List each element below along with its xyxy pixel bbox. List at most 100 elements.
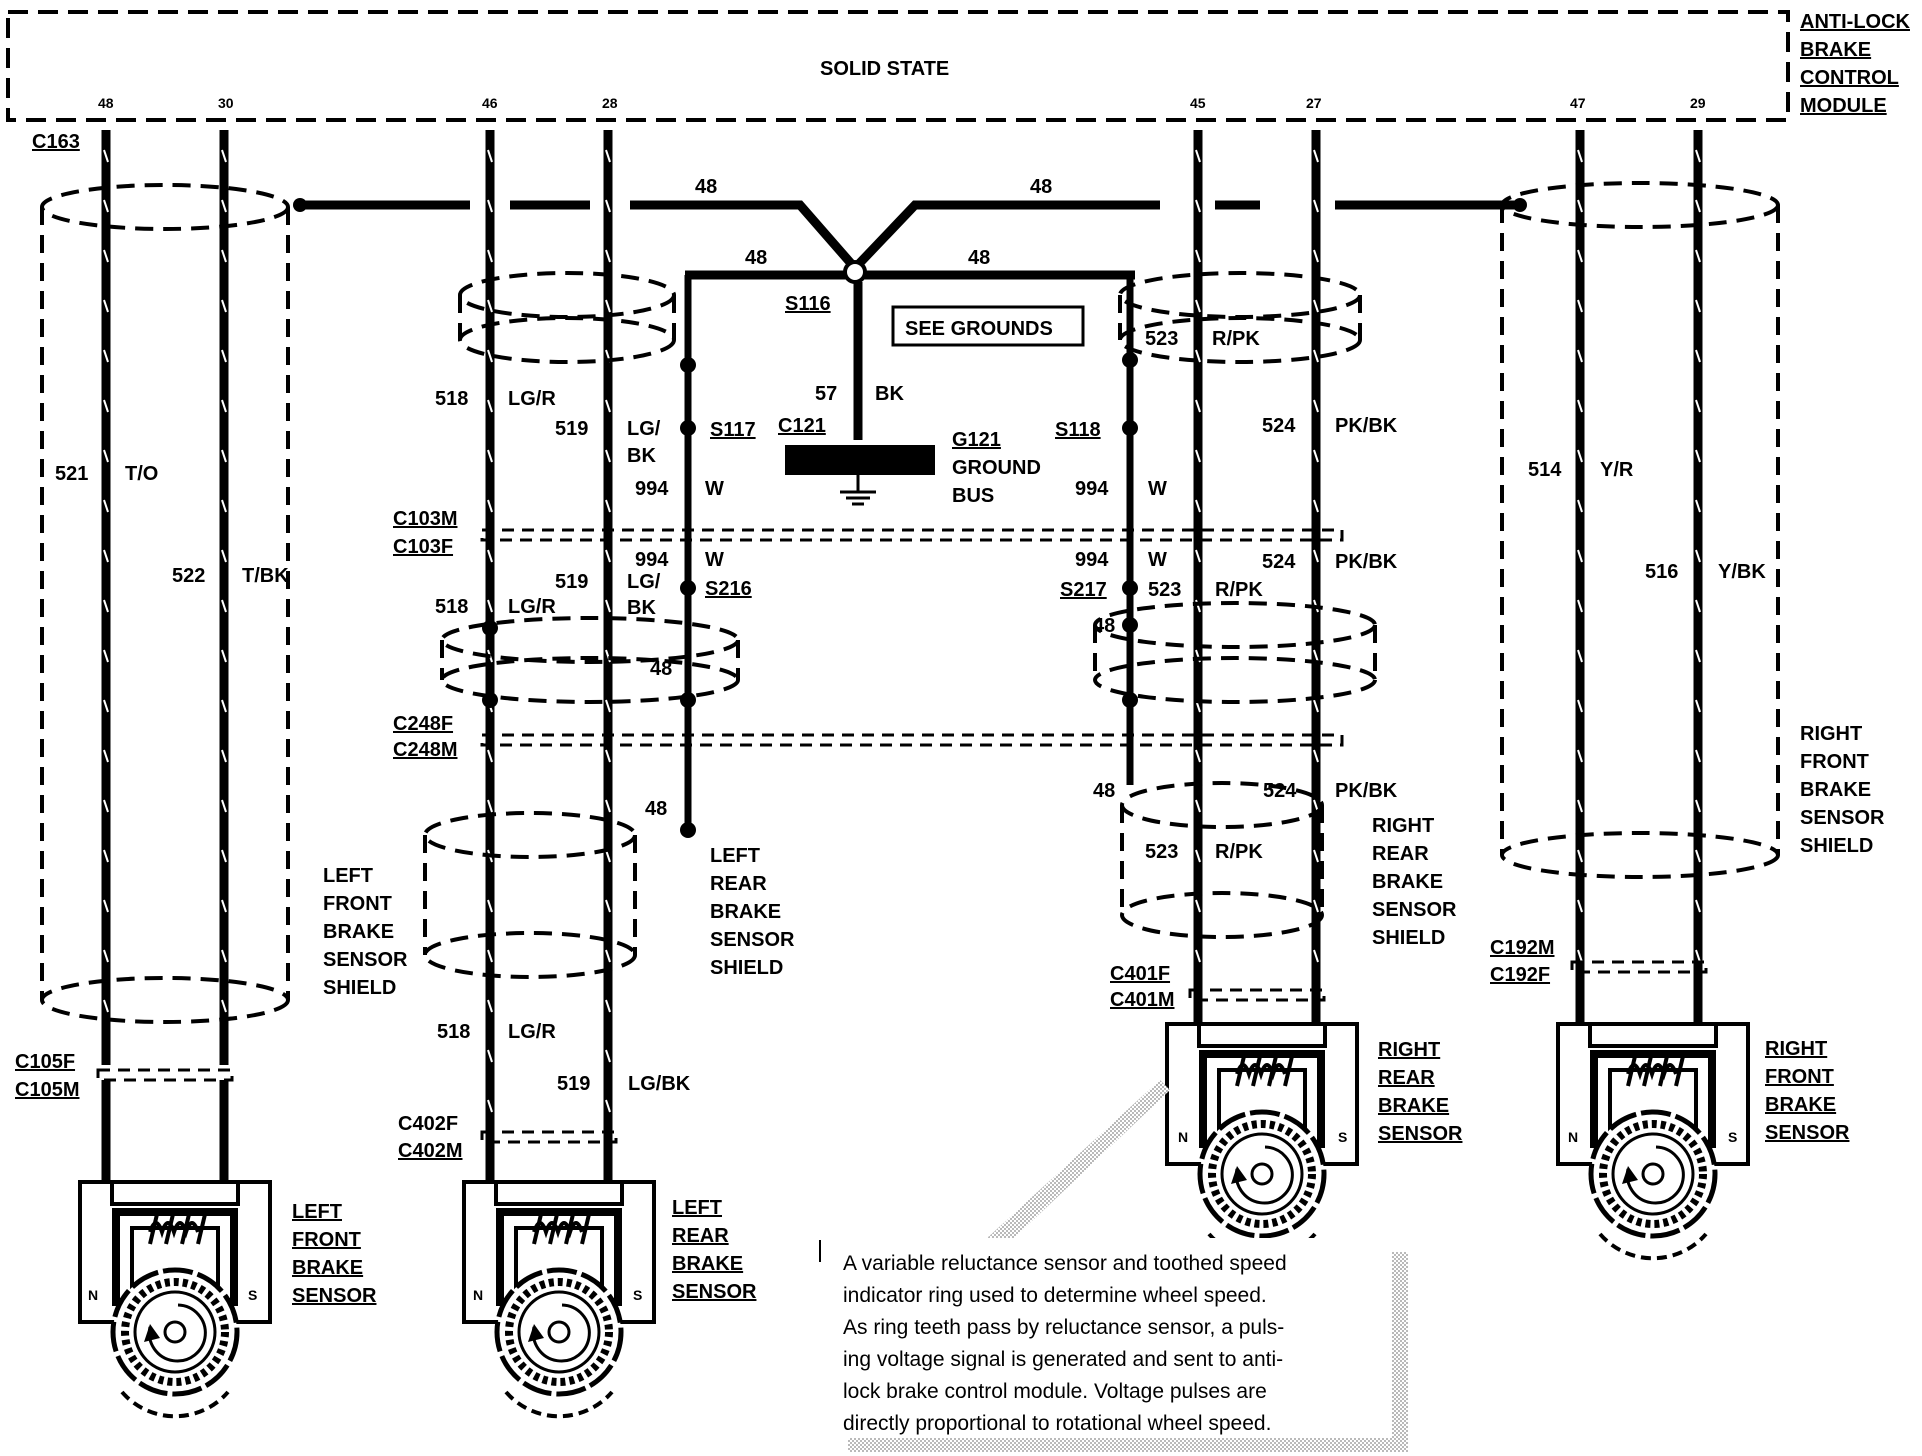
rr-shield-circuit-lower: 48 — [1093, 780, 1115, 802]
module-name-line-4: MODULE — [1800, 95, 1887, 117]
lr-shield-line-3: BRAKE — [710, 901, 781, 923]
lr-drain-circuit-upper: 994 — [635, 478, 669, 500]
lr-circuit-b-middle: 519 — [555, 571, 588, 593]
lr-color-a-middle: LG/R — [508, 596, 556, 618]
lf-shield-line-1: LEFT — [323, 865, 373, 887]
splice-s116: S116 — [785, 293, 831, 315]
left-rear-sensor-symbol — [464, 1182, 654, 1416]
note-line-2: indicator ring used to determine wheel s… — [843, 1284, 1267, 1307]
lr-drain-color-lower: W — [705, 549, 724, 571]
rr-color-b-lower: PK/BK — [1335, 780, 1398, 802]
lf-sensor-pole-s: S — [248, 1287, 257, 1303]
ground-bus-label-3: BUS — [952, 485, 994, 507]
lr-circuit-b-upper: 519 — [555, 418, 588, 440]
ground-bus-bar — [785, 445, 935, 475]
bus-circuit-48-inner-left: 48 — [745, 247, 767, 269]
rr-shield-line-3: BRAKE — [1372, 871, 1443, 893]
splice-s217: S217 — [1060, 579, 1107, 601]
rf-color-a: Y/R — [1600, 459, 1634, 481]
rf-sensor-line-1: RIGHT — [1765, 1038, 1827, 1060]
lr-sensor-pole-n: N — [473, 1287, 483, 1303]
lr-color-a-upper: LG/R — [508, 388, 556, 410]
note-line-3: As ring teeth pass by reluctance sensor,… — [843, 1316, 1284, 1339]
rr-shield-line-2: REAR — [1372, 843, 1429, 865]
module-name-line-2: BRAKE — [1800, 39, 1871, 61]
rf-sensor-pole-n: N — [1568, 1129, 1578, 1145]
rf-circuit-b: 516 — [1645, 561, 1678, 583]
right-rear-wires — [1126, 130, 1321, 1020]
note-line-5: lock brake control module. Voltage pulse… — [843, 1380, 1267, 1403]
rr-circuit-a-lower: 523 — [1145, 841, 1178, 863]
connector-c192m: C192M — [1490, 937, 1554, 959]
right-front-sensor-symbol — [1558, 1024, 1748, 1258]
rf-shield-line-5: SHIELD — [1800, 835, 1873, 857]
bus-circuit-48-left: 48 — [695, 176, 717, 198]
lf-sensor-pole-n: N — [88, 1287, 98, 1303]
lf-sensor-line-2: FRONT — [292, 1229, 361, 1251]
left-rear-shields — [423, 271, 740, 979]
lf-shield-line-4: SENSOR — [323, 949, 408, 971]
connector-c402m: C402M — [398, 1140, 462, 1162]
rf-shield-line-3: BRAKE — [1800, 779, 1871, 801]
connector-c105f: C105F — [15, 1051, 75, 1073]
module-pin-28: 28 — [602, 95, 618, 111]
rr-shield-circuit-upper: 48 — [1093, 615, 1115, 637]
ground-wire-circuit: 57 — [815, 383, 837, 405]
connector-c248m: C248M — [393, 739, 457, 761]
lr-color-b-upper-2: BK — [627, 445, 656, 467]
note-line-6: directly proportional to rotational whee… — [843, 1412, 1271, 1435]
rr-drain-circuit-upper: 994 — [1075, 478, 1109, 500]
lr-drain-circuit-lower: 994 — [635, 549, 669, 571]
see-grounds-box — [891, 305, 1085, 347]
right-front-shield — [1500, 181, 1780, 879]
rr-shield-line-1: RIGHT — [1372, 815, 1434, 837]
rf-color-b: Y/BK — [1718, 561, 1766, 583]
module-name-line-3: CONTROL — [1800, 67, 1899, 89]
lf-shield-line-2: FRONT — [323, 893, 392, 915]
see-grounds-label: SEE GROUNDS — [905, 318, 1053, 340]
module-title: SOLID STATE — [820, 58, 949, 80]
lf-sensor-line-3: BRAKE — [292, 1257, 363, 1279]
left-front-sensor-symbol — [80, 1182, 270, 1416]
right-rear-sensor-symbol — [1167, 1024, 1357, 1258]
connector-c103f: C103F — [393, 536, 453, 558]
module-pin-45: 45 — [1190, 95, 1206, 111]
splice-s216: S216 — [705, 578, 752, 600]
lr-color-b-lower: LG/BK — [628, 1073, 691, 1095]
module-pin-30: 30 — [218, 95, 234, 111]
ground-bus-label-1: G121 — [952, 429, 1001, 451]
splice-s118: S118 — [1055, 419, 1101, 441]
rr-circuit-b-upper: 524 — [1262, 415, 1296, 437]
rr-shield-line-4: SENSOR — [1372, 899, 1457, 921]
rf-shield-line-2: FRONT — [1800, 751, 1869, 773]
lr-color-b-middle-2: BK — [627, 597, 656, 619]
ground-bus-label-2: GROUND — [952, 457, 1041, 479]
shield-ground-bus — [293, 198, 1527, 284]
lr-circuit-a-middle: 518 — [435, 596, 468, 618]
module-name-line-1: ANTI-LOCK — [1800, 11, 1911, 33]
lr-shield-line-2: REAR — [710, 873, 767, 895]
lr-shield-circuit-lower: 48 — [645, 798, 667, 820]
lf-circuit-a: 521 — [55, 463, 88, 485]
rr-drain-circuit-lower: 994 — [1075, 549, 1109, 571]
splice-s117: S117 — [710, 419, 756, 441]
rr-sensor-pole-s: S — [1338, 1129, 1347, 1145]
rr-circuit-a-middle: 523 — [1148, 579, 1181, 601]
rr-color-a-upper: R/PK — [1212, 328, 1260, 350]
rr-circuit-a-upper: 523 — [1145, 328, 1178, 350]
rr-color-a-middle: R/PK — [1215, 579, 1263, 601]
lf-shield-line-3: BRAKE — [323, 921, 394, 943]
connector-c248f: C248F — [393, 713, 453, 735]
lr-shield-line-4: SENSOR — [710, 929, 795, 951]
ground-wire-color: BK — [875, 383, 904, 405]
lr-color-a-lower: LG/R — [508, 1021, 556, 1043]
rr-sensor-line-1: RIGHT — [1378, 1039, 1440, 1061]
bus-circuit-48-right: 48 — [1030, 176, 1052, 198]
rr-drain-color-upper: W — [1148, 478, 1167, 500]
rf-circuit-a: 514 — [1528, 459, 1562, 481]
rr-sensor-pole-n: N — [1178, 1129, 1188, 1145]
lr-sensor-line-3: BRAKE — [672, 1253, 743, 1275]
module-pin-47: 47 — [1570, 95, 1586, 111]
rf-sensor-line-3: BRAKE — [1765, 1094, 1836, 1116]
left-rear-wires — [485, 130, 692, 1150]
